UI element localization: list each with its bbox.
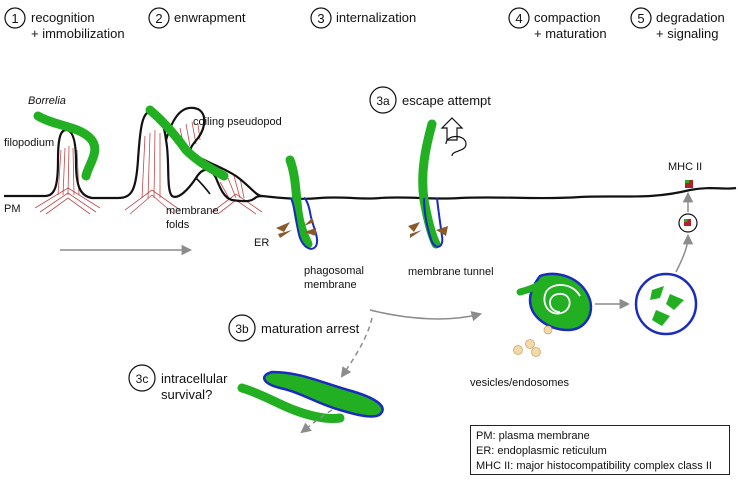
process-arrows [60,191,694,434]
arrested-phagosome [262,370,384,418]
substep-3c-sublabel: survival? [161,387,212,402]
svg-text:5: 5 [637,11,644,26]
step-3-label: internalization [336,10,416,25]
step-5-label: degradation [656,10,725,25]
label-phagosomal-1: phagosomal [304,265,364,277]
borrelia-1 [33,111,100,181]
label-membrane-folds-2: folds [166,219,190,231]
svg-text:3b: 3b [235,322,249,336]
step-2-label: enwrapment [174,10,246,25]
escape-icon [440,117,467,157]
substep-3b-label: maturation arrest [261,321,360,336]
step-4-sublabel: + maturation [534,26,607,41]
vesicles [513,339,541,357]
degradation-lysosome [634,272,698,336]
svg-text:3c: 3c [136,372,149,386]
substep-3a-label: escape attempt [402,93,491,108]
label-pm: PM [4,203,21,215]
step-4-label: compaction [534,10,600,25]
substep-3c: 3c intracellular survival? [128,364,228,402]
svg-text:1: 1 [11,11,18,26]
borrelia-2 [145,105,229,181]
step-1: 1 recognition + immobilization [4,7,125,41]
step-4: 4 compaction + maturation [508,7,607,41]
actin-filaments [34,121,263,215]
step-1-label: recognition [31,10,95,25]
legend-item-pm: PM: plasma membrane [476,430,590,442]
borrelia-3 [285,155,313,249]
step-5-sublabel: + signaling [656,26,719,41]
label-filopodium: filopodium [4,137,54,149]
phagosomal-membranes [290,197,444,250]
step-3: 3 internalization [310,7,416,29]
step-5: 5 degradation + signaling [630,7,725,41]
coiling-pseudopod [164,106,263,198]
label-mhc-ii: MHC II [668,161,702,173]
legend-item-mhc: MHC II: major histocompatibility complex… [476,460,712,472]
label-phagosomal-2: membrane [304,279,357,291]
substep-3a: 3a escape attempt [369,86,491,114]
label-er: ER [254,237,269,249]
svg-text:4: 4 [515,11,522,26]
label-membrane-folds-1: membrane [166,205,219,217]
step-2: 2 enwrapment [148,7,246,29]
svg-text:2: 2 [155,11,162,26]
borrelia-5 [237,383,345,423]
borrelia-4 [418,119,441,249]
svg-text:3a: 3a [376,94,390,108]
mhc-vesicle [678,213,698,233]
label-membrane-tunnel: membrane tunnel [408,266,494,278]
label-coiling-pseudopod: coiling pseudopod [193,116,282,128]
mhc-ii-marker [685,180,693,188]
svg-text:3: 3 [317,11,324,26]
step-1-sublabel: + immobilization [31,26,125,41]
label-vesicles: vesicles/endosomes [470,377,570,389]
endoplasmic-reticulum [276,218,448,238]
plasma-membrane [4,110,737,203]
legend-box: PM: plasma membrane ER: endoplasmic reti… [470,425,730,475]
borrelia-bacteria [33,105,441,423]
legend-item-er: ER: endoplasmic reticulum [476,445,607,457]
substep-3b: 3b maturation arrest [228,314,360,342]
substep-3c-label: intracellular [161,371,228,386]
label-borrelia: Borrelia [28,95,66,107]
compacted-phagosome [516,272,593,335]
